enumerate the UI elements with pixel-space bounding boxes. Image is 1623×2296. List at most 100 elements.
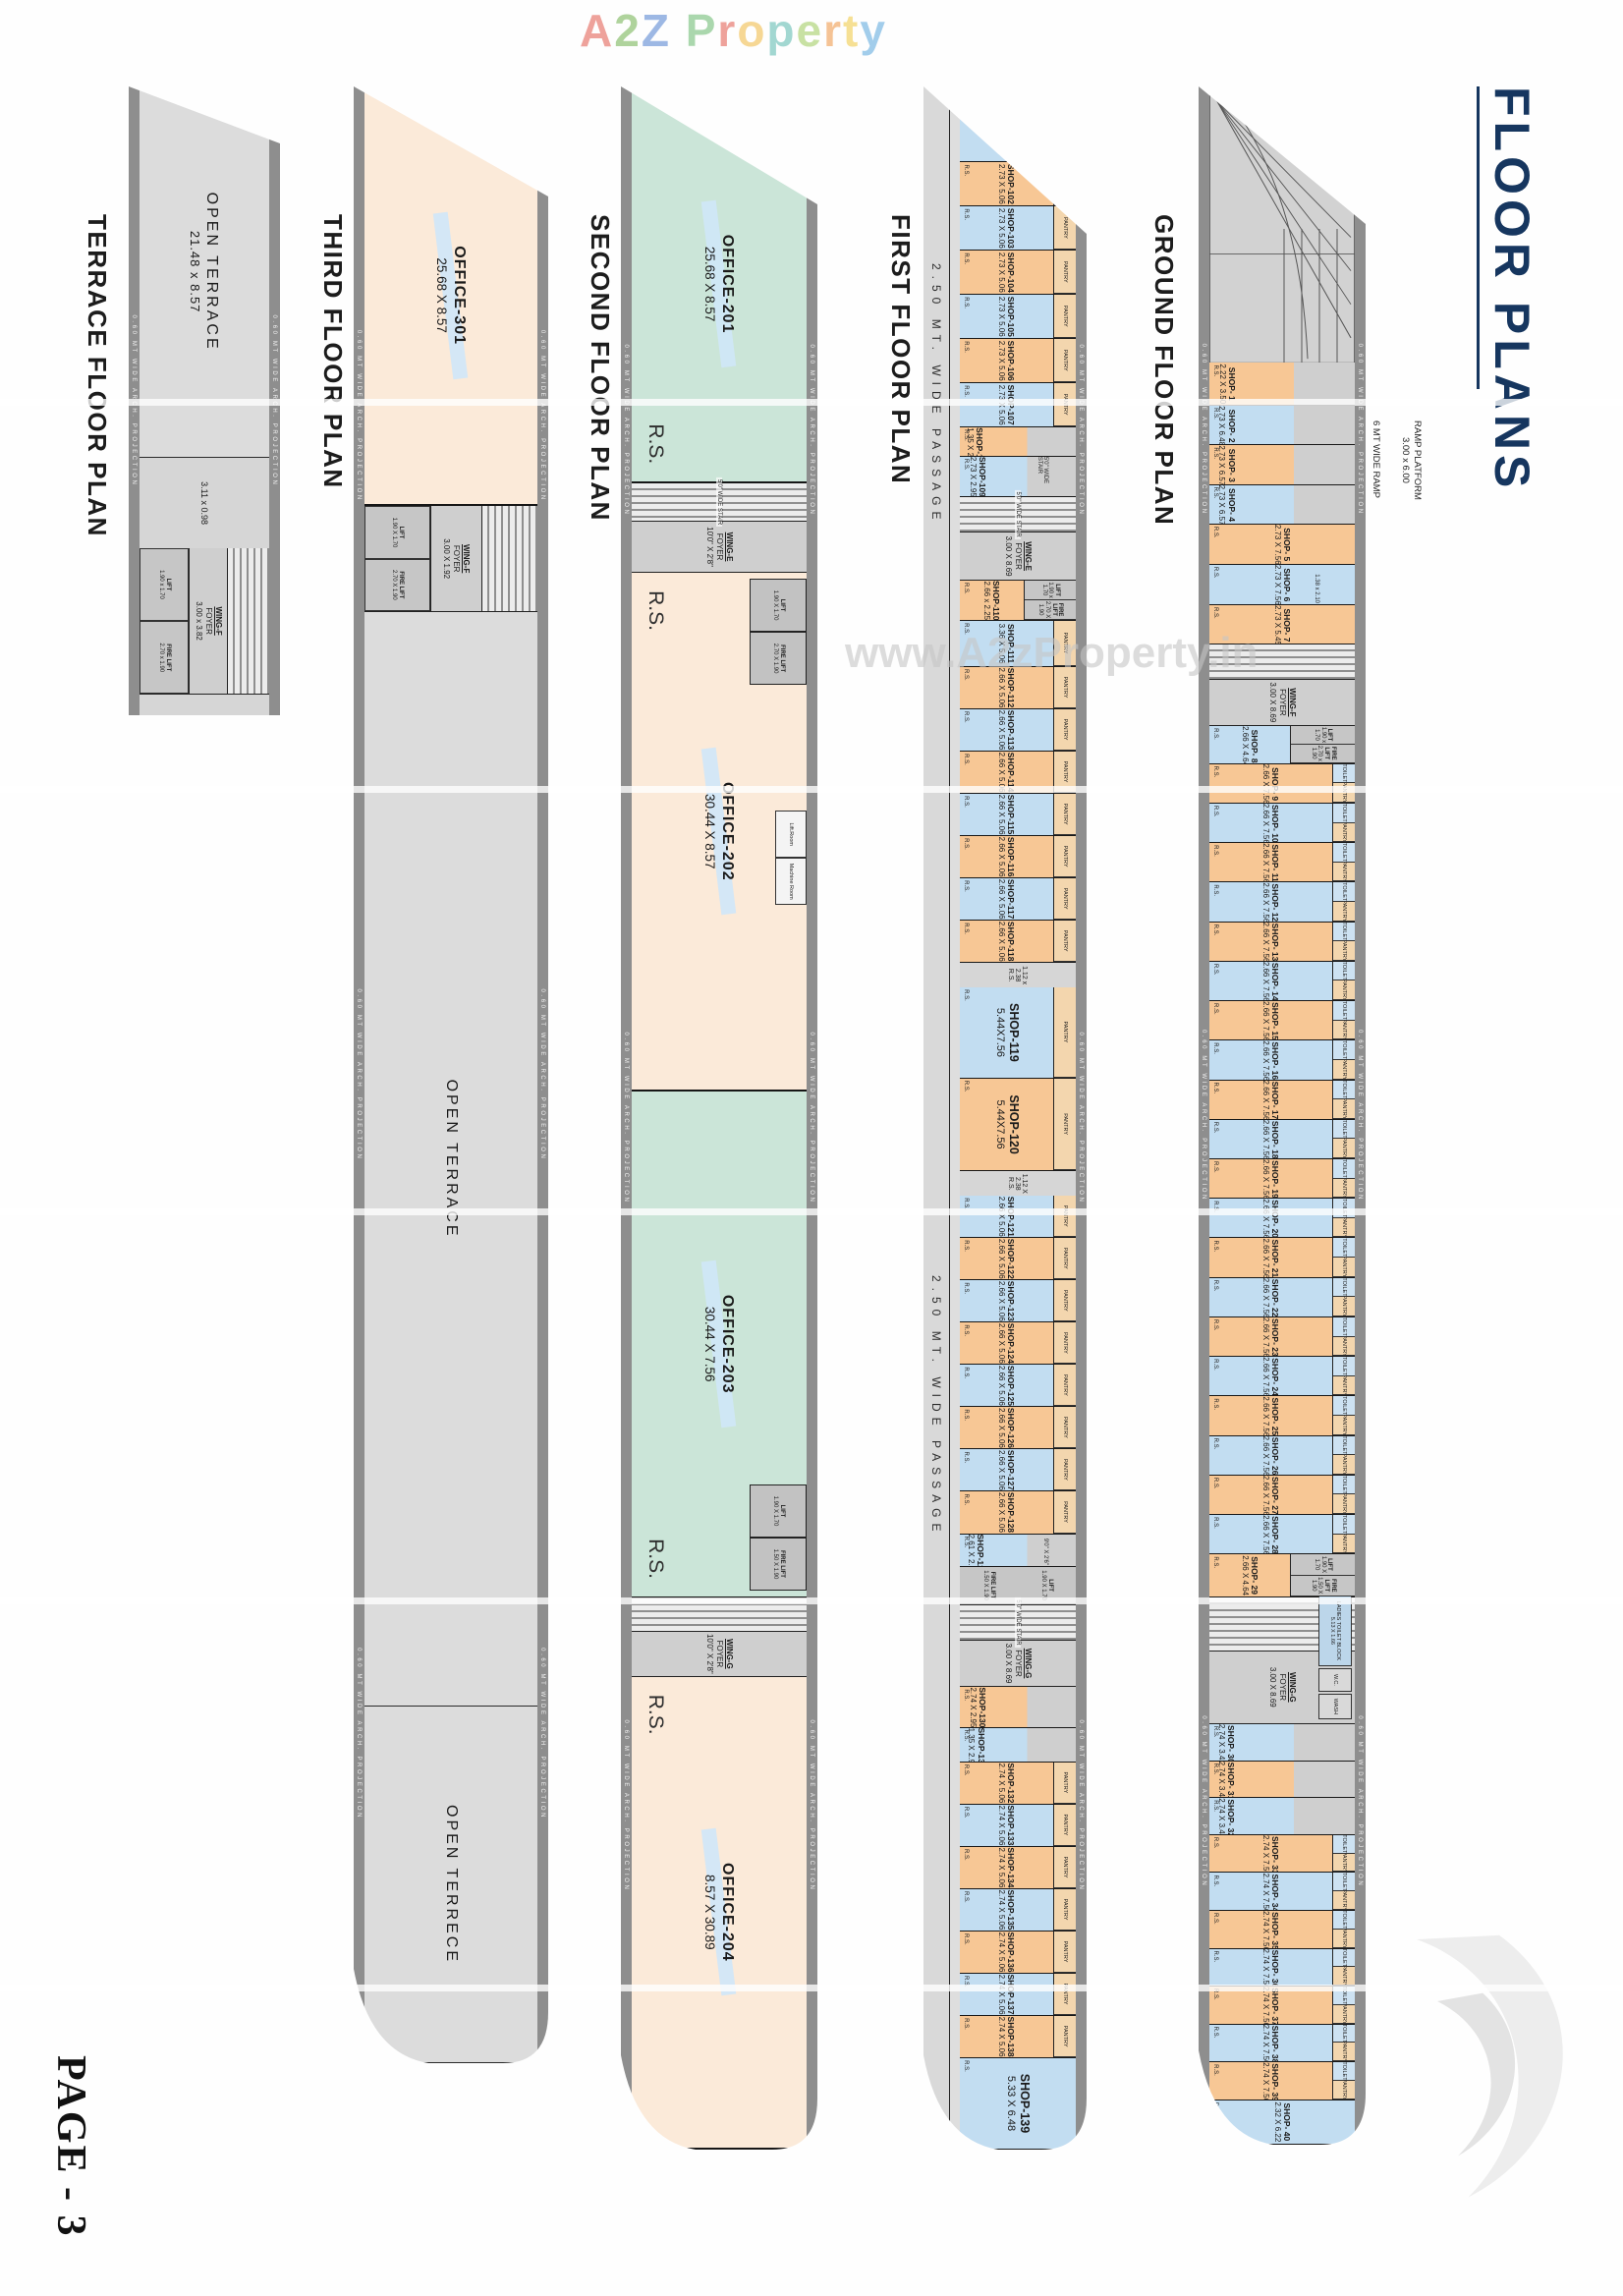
lift-label: FIRE LIFT [1323, 746, 1336, 760]
wash-box: WASH [1318, 1694, 1352, 1719]
shop-dimensions: 2.73 X 6.48 [1217, 406, 1227, 446]
terrace-label: OPEN TERRECE [442, 1805, 460, 1964]
shop-service-row: PANTRY [1053, 1932, 1076, 1973]
arch-projection-note: 0.60 MT WIDE ARCH. PROJECTION [809, 1032, 815, 1204]
shop-service-row: PANTRY [1053, 836, 1076, 877]
pantry-box: PANTRY [1054, 794, 1076, 835]
arch-projection-note: 0.60 MT WIDE ARCH. PROJECTION [1078, 344, 1085, 517]
shop-dimensions: 2.66 X 7.56 [1261, 803, 1271, 844]
shop-number: SHOP- 5 [1281, 528, 1292, 562]
rs-mark: R.S. [1212, 1912, 1218, 1925]
terrace-text: OPEN TERRECE [441, 1805, 460, 1964]
pantry-box: PANTRY [1333, 941, 1355, 961]
shop-service-row: PANTRY [1053, 1449, 1076, 1490]
lift-label: FIRE LIFT [398, 571, 405, 599]
arch-projection-note: 0.60 MT WIDE ARCH. PROJECTION [1078, 1719, 1085, 1892]
arch-projection-note: 0.60 MT WIDE ARCH. PROJECTION [1201, 1030, 1207, 1202]
shop-dimensions: 2.66 X 7.56 [1261, 1316, 1271, 1358]
shop-dimensions: 2.66 X 7.56 [1261, 1238, 1271, 1278]
pantry-box: PANTRY [1333, 1021, 1355, 1040]
floor-label-second: SECOND FLOOR PLAN [586, 214, 615, 522]
toilet-box: TOILET [1333, 1949, 1355, 1968]
office-dimensions: 25.68 X 8.57 [434, 257, 450, 333]
shop-number: SHOP-101 [1017, 103, 1028, 144]
shop-service-row: PANTRY [1053, 2016, 1076, 2057]
toilet-box: TOILET [1333, 1396, 1355, 1416]
lift-label: LIFT [1053, 584, 1060, 596]
shop-service-row: PANTRY [1053, 251, 1076, 294]
shop-number: SHOP- 2 [1226, 409, 1237, 443]
shop-number: SHOP- 9 [1270, 767, 1281, 802]
shop-number: SHOP- 3 [1226, 448, 1237, 482]
arch-projection-note: 0.60 MT WIDE ARCH. PROJECTION [356, 988, 363, 1161]
shop-number: SHOP-125 [1006, 1365, 1017, 1406]
foyer-label: FOYER [452, 544, 462, 573]
pantry-box: PANTRY [1054, 1079, 1076, 1171]
rs-mark: R.S. [1007, 1177, 1015, 1191]
arch-projection-band: 0.60 MT WIDE ARCH. PROJECTION [129, 86, 140, 715]
shop-dimensions: 2.74 X 5.06 [997, 1763, 1007, 1804]
arch-projection-note: 0.60 MT WIDE ARCH. PROJECTION [356, 329, 363, 502]
rs-mark: R.S. [1212, 1875, 1218, 1887]
pantry-box: PANTRY [1054, 251, 1076, 294]
lift-dims: 1.90 X 1.70 [772, 1495, 778, 1527]
toilet-box: TOILET [1333, 1278, 1355, 1298]
pantry-box: PANTRY [1333, 783, 1355, 803]
shop-number: SHOP- 6 [1281, 568, 1292, 602]
shop-dimensions: 2.66 X 7.56 [1261, 922, 1271, 962]
rs-mark: R.S. [1212, 728, 1218, 740]
foyer-label: FOYER [1014, 542, 1023, 570]
shop-number: SHOP-124 [1006, 1322, 1017, 1364]
foyer-dimensions: 3.00 X 1.92 [442, 538, 452, 580]
pantry-box: PANTRY [1333, 980, 1355, 1000]
notch-dimensions: 1.12 x 2.38 [1014, 966, 1029, 985]
shop-number: SHOP- 35 [1270, 1912, 1281, 1949]
shop-service-row: PANTRY [1053, 206, 1076, 250]
shop-number: SHOP-115 [1006, 794, 1017, 835]
shop-number: SHOP-116 [1006, 836, 1017, 877]
shop-dimensions: 2.66 X 5.06 [997, 921, 1007, 962]
shop-number: SHOP- 25 [1270, 1397, 1281, 1436]
shop-dimensions: 2.74 X 5.06 [997, 1932, 1007, 1973]
rs-mark: R.S. [963, 1198, 969, 1209]
pantry-box: PANTRY [1333, 1099, 1355, 1119]
pantry-box: PANTRY [1054, 921, 1076, 962]
toilet-box: TOILET [1333, 882, 1355, 902]
shop-service-row: PANTRY [1053, 1280, 1076, 1321]
rs-mark: R.S. [1212, 1318, 1218, 1331]
